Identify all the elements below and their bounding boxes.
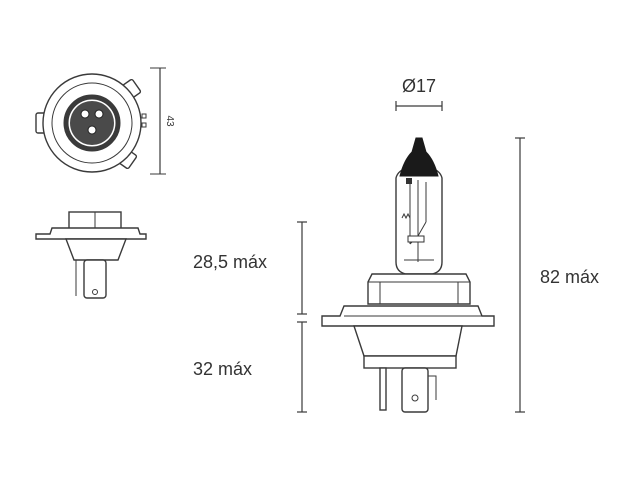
socket-core xyxy=(70,101,114,145)
filament-shield xyxy=(407,235,425,243)
bulb-neck xyxy=(353,325,463,357)
filament-support xyxy=(409,180,427,262)
marker xyxy=(141,122,147,128)
upper-height-dimension: 28,5 máx xyxy=(193,221,307,315)
main-bulb-view xyxy=(321,137,495,413)
pin-1 xyxy=(80,109,90,119)
terminal-right xyxy=(428,375,437,400)
terminal-main xyxy=(401,367,429,413)
diameter-label: Ø17 xyxy=(402,76,436,96)
pin-3 xyxy=(87,125,97,135)
glass-envelope xyxy=(395,167,443,275)
filament-low xyxy=(401,212,411,220)
upper-height-label: 28,5 máx xyxy=(193,252,267,272)
small-flange xyxy=(35,227,147,240)
filament-top xyxy=(406,178,412,184)
small-side-view xyxy=(35,211,147,299)
bulb-collar xyxy=(367,273,471,305)
lower-height-dimension: 32 máx xyxy=(193,321,307,413)
diameter-dimension: Ø17 xyxy=(395,76,443,111)
inner-ring xyxy=(51,82,133,164)
glass-tip xyxy=(399,137,439,177)
base-front-view: 43 xyxy=(35,67,175,175)
small-terminal xyxy=(83,259,107,299)
terminal-left xyxy=(379,367,387,411)
lower-height-label: 32 máx xyxy=(193,359,252,379)
base-width-label: 43 xyxy=(164,115,175,127)
bulb-lower-base xyxy=(363,355,457,369)
total-length-label: 82 máx xyxy=(540,267,599,287)
pin-2 xyxy=(94,109,104,119)
small-neck xyxy=(64,238,128,261)
total-length-dimension: 82 máx xyxy=(515,137,599,413)
marker xyxy=(141,113,147,119)
